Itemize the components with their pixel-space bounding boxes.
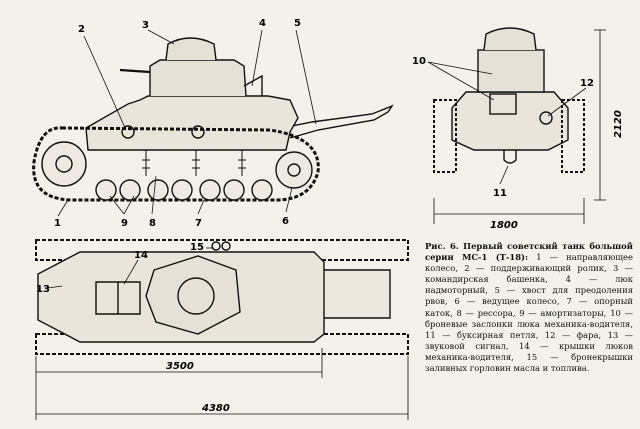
label-11: 11 bbox=[493, 188, 507, 199]
dim-length-hull: 3500 bbox=[166, 361, 194, 372]
front-turret bbox=[477, 49, 545, 93]
side-cupola bbox=[165, 37, 217, 61]
side-tail bbox=[281, 104, 394, 139]
front-track-left bbox=[433, 99, 457, 173]
dim-length-total: 4380 bbox=[201, 403, 230, 414]
side-track bbox=[32, 126, 320, 202]
label-3: 3 bbox=[142, 20, 149, 31]
side-engine-hatch bbox=[243, 74, 263, 96]
side-sprocket bbox=[275, 151, 313, 189]
front-tow-hook bbox=[503, 150, 517, 164]
top-view bbox=[35, 239, 409, 420]
side-idler-wheel bbox=[41, 141, 87, 187]
caption-body: 1 — направляющее колесо, 2 — поддерживаю… bbox=[425, 252, 633, 374]
label-15: 15 bbox=[190, 242, 204, 253]
top-tail bbox=[318, 269, 391, 319]
side-turret bbox=[149, 59, 247, 97]
callout-labels: 1 2 3 4 5 6 7 8 9 10 11 12 13 14 15 bbox=[36, 18, 594, 295]
label-5: 5 bbox=[294, 18, 301, 29]
top-turret bbox=[145, 255, 241, 335]
label-9: 9 bbox=[121, 218, 128, 229]
top-cupola bbox=[177, 277, 215, 315]
dimension-labels: 2120 1800 3500 4380 bbox=[166, 110, 624, 414]
side-return-roller bbox=[121, 125, 135, 139]
figure-caption: Рис. 6. Первый советский танк большой се… bbox=[425, 241, 633, 374]
front-track-right bbox=[561, 99, 585, 173]
side-view bbox=[32, 37, 394, 202]
dim-height: 2120 bbox=[613, 110, 624, 138]
side-springs bbox=[142, 150, 246, 176]
caption-head: Рис. 6. Первый советский танк большой се… bbox=[425, 241, 633, 263]
side-gun bbox=[119, 68, 151, 74]
dim-width: 1800 bbox=[490, 220, 518, 231]
top-dimension-lines bbox=[35, 348, 409, 420]
label-1: 1 bbox=[54, 218, 61, 229]
label-2: 2 bbox=[78, 24, 85, 35]
side-hull bbox=[85, 95, 299, 151]
label-13: 13 bbox=[36, 284, 50, 295]
label-10: 10 bbox=[412, 56, 426, 67]
label-6: 6 bbox=[282, 216, 289, 227]
front-hull bbox=[451, 91, 569, 151]
front-view bbox=[427, 27, 606, 224]
side-leaders bbox=[57, 29, 317, 217]
front-headlight bbox=[539, 111, 553, 125]
side-road-wheels bbox=[95, 179, 273, 201]
front-cupola bbox=[483, 27, 537, 51]
label-12: 12 bbox=[580, 78, 594, 89]
top-filler-cap bbox=[211, 241, 221, 251]
front-driver-hatch bbox=[489, 93, 517, 115]
label-8: 8 bbox=[149, 218, 156, 229]
label-7: 7 bbox=[195, 218, 202, 229]
label-4: 4 bbox=[259, 18, 266, 29]
front-dimension-lines bbox=[433, 29, 606, 224]
label-14: 14 bbox=[134, 250, 148, 261]
